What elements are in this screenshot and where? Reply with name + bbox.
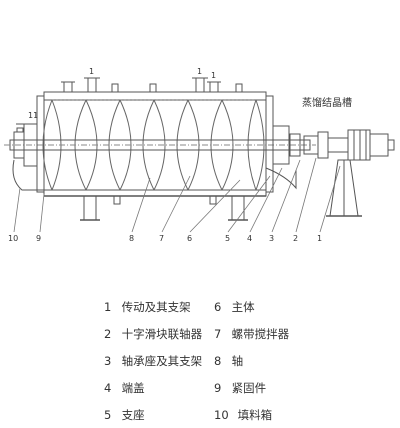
- legend-num: 10: [214, 408, 229, 422]
- top-mark-1: 1: [89, 67, 94, 76]
- legend-text: 轴承座及其支架: [121, 354, 203, 368]
- shaft: [4, 139, 316, 151]
- legend-num: 2: [104, 327, 112, 341]
- callout-7: 7: [159, 234, 164, 243]
- legend-num: 8: [214, 354, 222, 368]
- side-mark: 11: [28, 111, 38, 120]
- legend-num: 4: [104, 381, 112, 395]
- callout-10: 10: [8, 234, 18, 243]
- vessel-body: [36, 91, 274, 197]
- callout-8: 8: [129, 234, 134, 243]
- top-mark-3: 1: [211, 71, 216, 80]
- callout-6: 6: [187, 234, 192, 243]
- drive-support: [326, 159, 362, 217]
- legend-num: 5: [104, 408, 112, 422]
- callout-4: 4: [247, 234, 252, 243]
- drawing-title: 蒸馏结晶槽: [302, 96, 352, 109]
- legend-text: 紧固件: [231, 381, 267, 395]
- legend-item: 10 填料箱: [214, 408, 272, 422]
- legend-item: 7 螺带搅拌器: [214, 327, 289, 341]
- legend-item: 8 轴: [214, 354, 243, 368]
- legend-num: 3: [104, 354, 112, 368]
- legend-item: 2 十字滑块联轴器: [104, 327, 202, 341]
- legend-text: 十字滑块联轴器: [121, 327, 203, 341]
- legend-num: 9: [214, 381, 222, 395]
- legend-text: 支座: [121, 408, 145, 422]
- legend-text: 端盖: [121, 381, 145, 395]
- top-nozzles: [61, 77, 243, 93]
- legend-num: 7: [214, 327, 222, 341]
- callout-2: 2: [293, 234, 298, 243]
- legend-text: 传动及其支架: [121, 300, 191, 314]
- ribbon-agitator: [42, 99, 265, 191]
- legend-num: 6: [214, 300, 222, 314]
- legend-text: 轴: [231, 354, 244, 368]
- legend-text: 填料箱: [237, 408, 273, 422]
- legend-item: 6 主体: [214, 300, 255, 314]
- legend-item: 3 轴承座及其支架: [104, 354, 202, 368]
- left-end: [12, 123, 44, 191]
- callout-5: 5: [225, 234, 230, 243]
- legend-num: 1: [104, 300, 112, 314]
- callout-1: 1: [317, 234, 322, 243]
- legend-item: 5 支座: [104, 408, 145, 422]
- legend-text: 主体: [231, 300, 255, 314]
- legend-item: 9 紧固件: [214, 381, 266, 395]
- callout-9: 9: [36, 234, 41, 243]
- legend-item: 4 端盖: [104, 381, 145, 395]
- callout-3: 3: [269, 234, 274, 243]
- vessel-supports: [80, 195, 248, 221]
- legend-text: 螺带搅拌器: [231, 327, 290, 341]
- right-end: [265, 125, 395, 190]
- top-mark-2: 1: [197, 67, 202, 76]
- legend-item: 1 传动及其支架: [104, 300, 191, 314]
- leader-lines: [13, 157, 341, 233]
- crystallizer-drawing: 蒸馏结晶槽 1 1 1: [4, 67, 395, 243]
